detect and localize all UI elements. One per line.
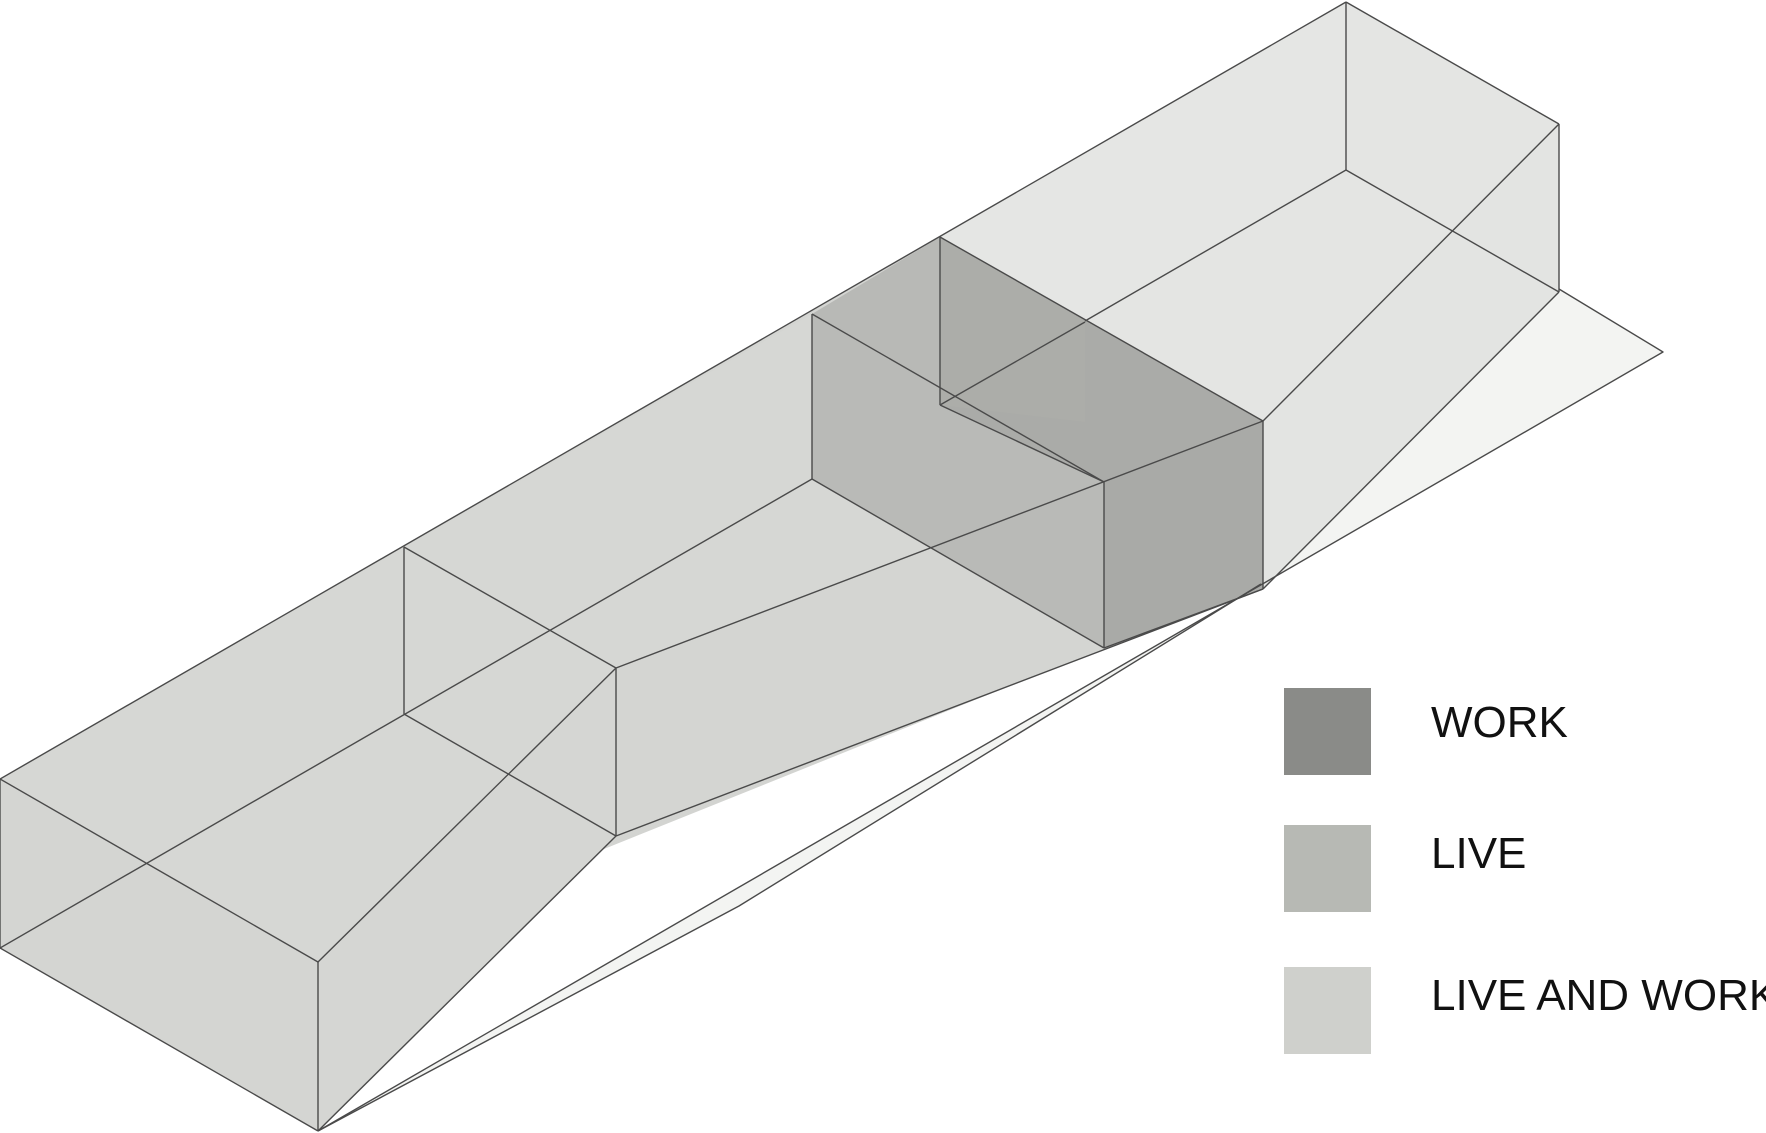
legend-swatch-live-and-work [1284, 967, 1371, 1054]
massing-edges [0, 1, 1664, 1132]
legend-label-work: WORK [1431, 698, 1568, 747]
legend-label-live: LIVE [1431, 829, 1527, 878]
work-volume [940, 237, 1263, 648]
upper-pale-volume [940, 2, 1559, 589]
live-volume [812, 237, 1104, 648]
legend-swatch-live [1284, 825, 1371, 912]
ground-plane [318, 289, 1663, 1131]
legend-swatch-work [1284, 688, 1371, 775]
legend-label-live-and-work: LIVE AND WORK [1431, 971, 1766, 1020]
